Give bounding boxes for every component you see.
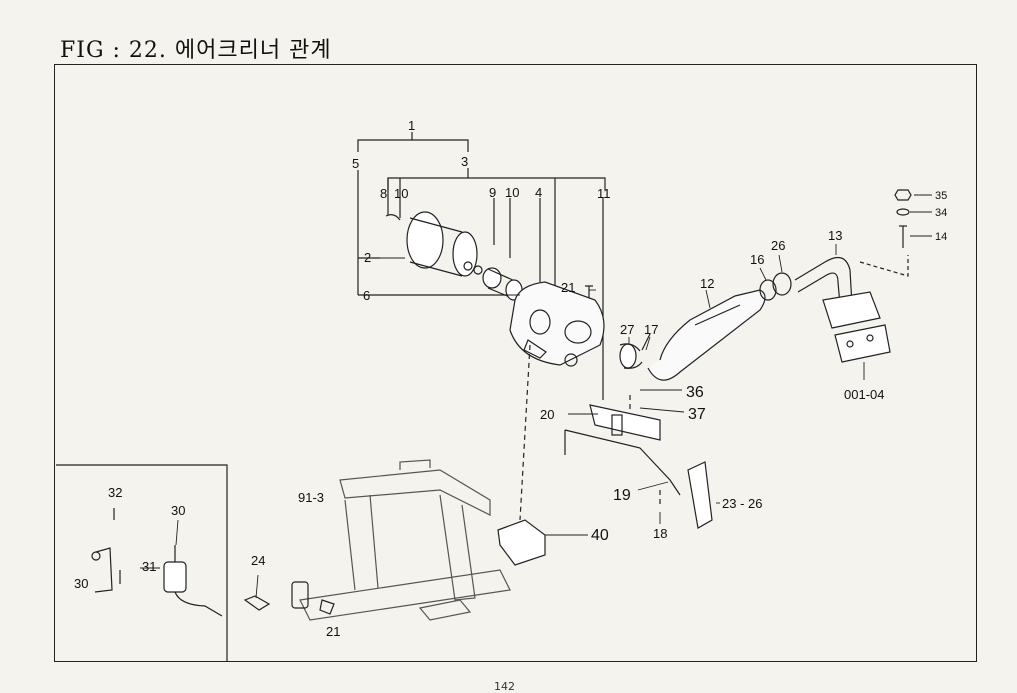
callout-21a: 21	[561, 280, 575, 295]
callout-4: 4	[535, 185, 542, 200]
callout-12: 12	[700, 276, 714, 291]
callout-18: 18	[653, 526, 667, 541]
callout-36: 36	[686, 384, 704, 401]
callout-1: 1	[408, 118, 415, 133]
callout-23-26: 23 - 26	[722, 496, 762, 511]
callout-8: 8	[380, 186, 387, 201]
callout-14: 14	[935, 231, 947, 243]
callout-34: 34	[935, 207, 947, 219]
callout-21b: 21	[326, 624, 340, 639]
mounting-bracket	[564, 404, 681, 496]
callout-91-3: 91-3	[298, 490, 324, 505]
callout-37: 37	[688, 406, 706, 423]
callout-24: 24	[251, 553, 265, 568]
callout-9: 9	[489, 185, 496, 200]
inset-frame	[56, 464, 228, 662]
callout-30a: 30	[171, 503, 185, 518]
air-cleaner-body	[509, 281, 605, 367]
callout-20: 20	[540, 407, 554, 422]
chassis-frame	[299, 459, 511, 621]
callout-3: 3	[461, 154, 468, 169]
diagram-frame	[54, 64, 977, 662]
air-cleaner-cover	[385, 211, 478, 277]
callout-13: 13	[828, 228, 842, 243]
callout-001-04: 001-04	[844, 387, 884, 402]
lower-parts	[243, 581, 335, 615]
callout-labels: 1 3 5 8 10 9 10 4 11 2 6 21 27 17 12 16 …	[74, 118, 947, 639]
inset-solenoid	[91, 508, 223, 617]
callout-27: 27	[620, 322, 634, 337]
side-bracket	[687, 461, 713, 529]
leader-lines	[140, 194, 932, 599]
fasteners-right	[859, 189, 912, 277]
callout-11: 11	[597, 186, 611, 201]
callout-32: 32	[108, 485, 122, 500]
callout-5: 5	[352, 156, 359, 171]
bolt-21-icon	[585, 285, 593, 298]
bracket-40	[497, 519, 546, 566]
callout-40: 40	[591, 527, 609, 544]
callout-10b: 10	[505, 185, 519, 200]
intake-hose	[619, 272, 792, 381]
callout-30b: 30	[74, 576, 88, 591]
page-number: 142	[494, 680, 515, 693]
callout-17: 17	[644, 322, 658, 337]
callout-10a: 10	[394, 186, 408, 201]
callout-2: 2	[364, 250, 371, 265]
intake-pipe	[794, 256, 891, 363]
callout-31: 31	[142, 559, 156, 574]
callout-16: 16	[750, 252, 764, 267]
callout-19: 19	[613, 487, 631, 504]
callout-35: 35	[935, 190, 947, 202]
callout-26: 26	[771, 238, 785, 253]
callout-6: 6	[363, 288, 370, 303]
figure-title: FIG : 22. 에어크리너 관계	[60, 38, 332, 63]
